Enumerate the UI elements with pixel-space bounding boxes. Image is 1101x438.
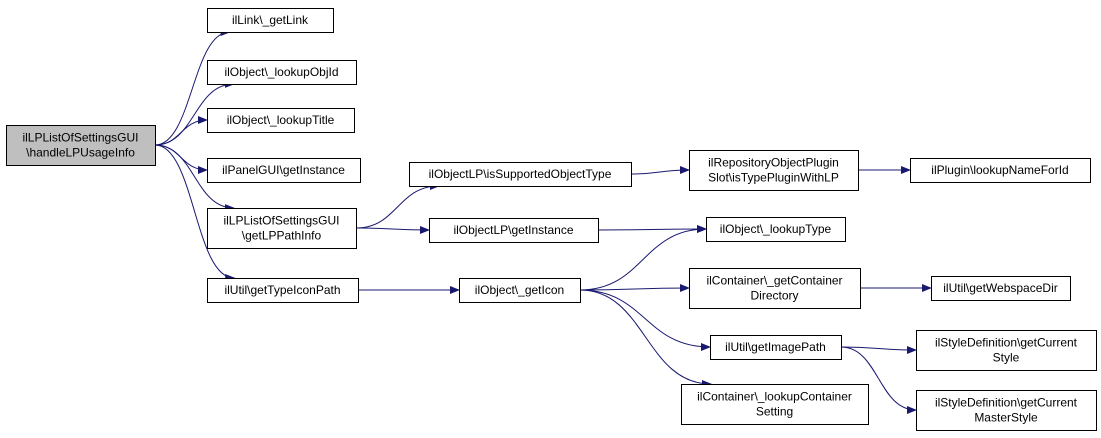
edge-root-to-get-type-icon-path xyxy=(154,144,236,282)
edges-layer xyxy=(154,28,932,414)
node-label: ilContainer\_getContainer xyxy=(706,274,842,288)
edge-root-to-get-link xyxy=(154,28,231,146)
node-box xyxy=(931,276,1071,301)
node-label: ilLPListOfSettingsGUI xyxy=(223,214,339,228)
node-get-icon[interactable]: ilObject\_getIcon xyxy=(459,278,581,303)
node-label: ilPlugin\lookupNameForId xyxy=(931,163,1068,177)
node-box xyxy=(6,125,156,166)
node-box xyxy=(207,60,357,85)
edge-get-l-p-path-info-to-object-l-p-get-instance xyxy=(355,225,430,234)
edge-get-icon-to-lookup-type xyxy=(579,225,707,291)
edge-root-to-get-l-p-path-info xyxy=(154,144,235,212)
node-is-type-plugin-with-l-p[interactable]: ilRepositoryObjectPluginSlot\isTypePlugi… xyxy=(689,150,859,191)
edge-is-supported-object-type-to-is-type-plugin-with-l-p xyxy=(630,166,690,175)
node-label: ilUtil\getWebspaceDir xyxy=(943,281,1058,295)
node-label: \handleLPUsageInfo xyxy=(26,146,135,160)
node-box xyxy=(207,208,357,249)
node-get-type-icon-path[interactable]: ilUtil\getTypeIconPath xyxy=(207,278,359,303)
edge-get-icon-to-get-image-path xyxy=(579,289,711,351)
node-box xyxy=(689,268,861,309)
node-label: Style xyxy=(993,351,1020,365)
node-lookup-type[interactable]: ilObject\_lookupType xyxy=(706,217,846,242)
node-label: Slot\isTypePluginWithLP xyxy=(708,171,839,185)
node-get-image-path[interactable]: ilUtil\getImagePath xyxy=(710,335,842,360)
node-box xyxy=(207,8,334,33)
node-object-l-p-get-instance[interactable]: ilObjectLP\getInstance xyxy=(429,218,599,243)
node-label: ilLPListOfSettingsGUI xyxy=(22,131,138,145)
node-box xyxy=(910,158,1091,183)
node-box xyxy=(689,150,859,191)
edge-get-image-path-to-get-current-style xyxy=(840,345,917,354)
edge-get-l-p-path-info-to-is-supported-object-type xyxy=(355,182,440,229)
node-get-link[interactable]: ilLink\_getLink xyxy=(207,8,334,33)
node-lookup-name-for-id[interactable]: ilPlugin\lookupNameForId xyxy=(910,158,1091,183)
node-label: ilObjectLP\getInstance xyxy=(453,223,573,237)
node-label: ilStyleDefinition\getCurrent xyxy=(935,396,1078,410)
node-label: ilLink\_getLink xyxy=(232,13,309,27)
node-label: ilContainer\_lookupContainer xyxy=(697,390,852,404)
node-lookup-title[interactable]: ilObject\_lookupTitle xyxy=(207,108,355,133)
node-label: ilRepositoryObjectPlugin xyxy=(708,156,839,170)
node-box xyxy=(916,390,1097,431)
node-label: Directory xyxy=(750,289,798,303)
node-is-supported-object-type[interactable]: ilObjectLP\isSupportedObjectType xyxy=(409,162,632,187)
node-label: ilObjectLP\isSupportedObjectType xyxy=(429,167,612,181)
node-label: ilUtil\getTypeIconPath xyxy=(224,283,340,297)
node-get-webspace-dir[interactable]: ilUtil\getWebspaceDir xyxy=(931,276,1071,301)
edge-get-image-path-to-get-current-master-style xyxy=(840,346,917,414)
node-label: ilUtil\getImagePath xyxy=(725,340,826,354)
node-box xyxy=(207,278,359,303)
edge-get-icon-to-get-container-directory xyxy=(579,284,690,293)
node-panel-get-instance[interactable]: ilPanelGUI\getInstance xyxy=(207,158,361,183)
node-box xyxy=(207,108,355,133)
node-label: ilObject\_lookupType xyxy=(720,222,832,236)
node-label: Setting xyxy=(756,405,793,419)
node-box xyxy=(710,335,842,360)
node-box xyxy=(681,384,869,425)
edge-root-to-lookup-title xyxy=(154,116,208,146)
node-label: ilPanelGUI\getInstance xyxy=(222,163,345,177)
node-label: ilObject\_lookupTitle xyxy=(227,113,335,127)
node-lookup-obj-id[interactable]: ilObject\_lookupObjId xyxy=(207,60,357,85)
node-get-l-p-path-info[interactable]: ilLPListOfSettingsGUI\getLPPathInfo xyxy=(207,208,357,249)
node-root[interactable]: ilLPListOfSettingsGUI\handleLPUsageInfo xyxy=(6,125,156,166)
node-box xyxy=(459,278,581,303)
node-label: ilObject\_getIcon xyxy=(475,283,564,297)
node-label: \getLPPathInfo xyxy=(242,229,322,243)
node-label: ilStyleDefinition\getCurrent xyxy=(935,336,1078,350)
node-box xyxy=(207,158,361,183)
node-box xyxy=(409,162,632,187)
node-box xyxy=(916,330,1097,371)
node-label: ilObject\_lookupObjId xyxy=(224,65,338,79)
node-box xyxy=(706,217,846,242)
edge-object-l-p-get-instance-to-lookup-type xyxy=(597,225,707,234)
edge-get-icon-to-lookup-container-setting xyxy=(579,289,712,388)
nodes-layer: ilLPListOfSettingsGUI\handleLPUsageInfoi… xyxy=(6,8,1097,431)
node-box xyxy=(429,218,599,243)
node-label: MasterStyle xyxy=(974,411,1038,425)
